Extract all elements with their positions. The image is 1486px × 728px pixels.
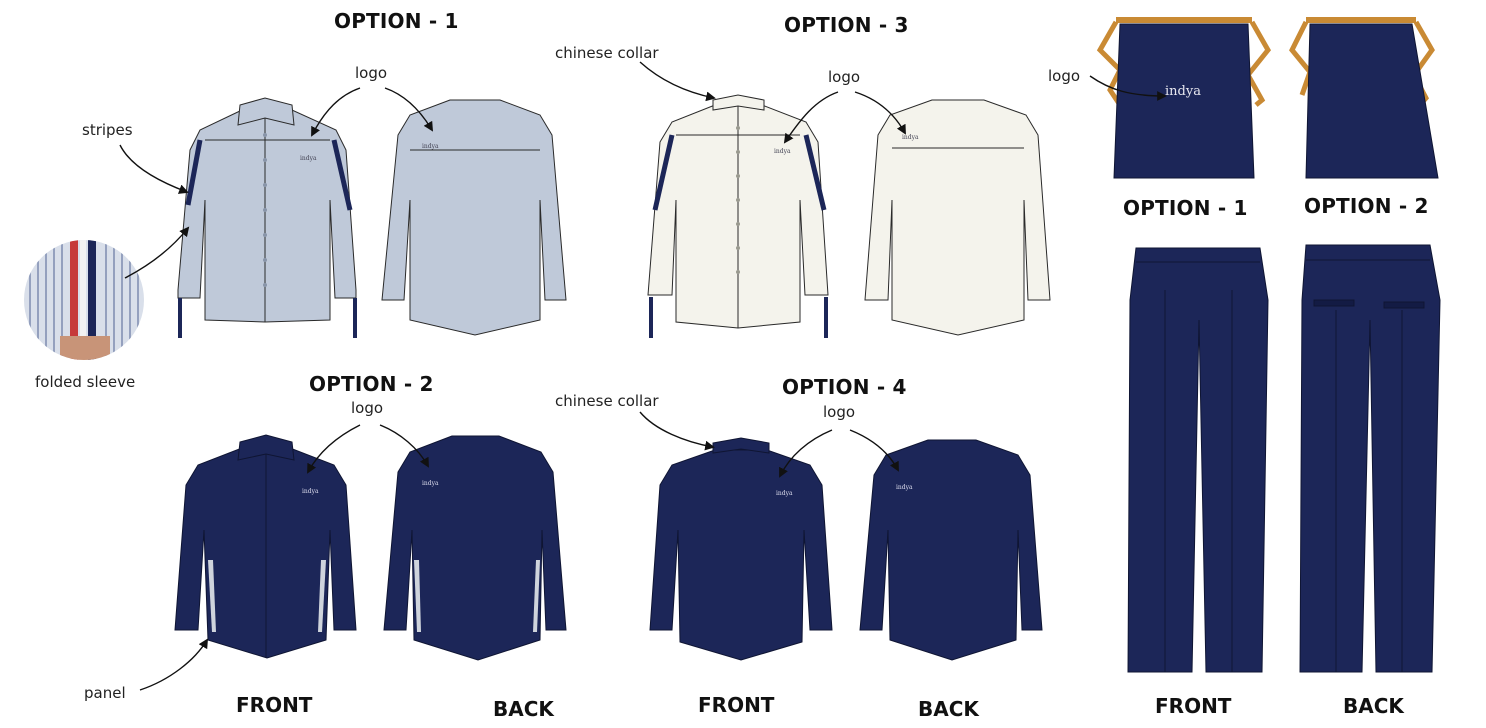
label-logo-opt3: logo xyxy=(828,68,861,86)
shirt-option3-back xyxy=(864,99,1051,336)
shirt-option4-front xyxy=(649,437,833,661)
shirt-option4-back xyxy=(859,439,1043,661)
label-logo-apron: logo xyxy=(1048,67,1081,85)
stripes-option3 xyxy=(649,134,828,338)
trousers-front xyxy=(1127,247,1269,673)
title-option3-shirt: OPTION - 3 xyxy=(784,13,909,37)
title-apron-option2: OPTION - 2 xyxy=(1304,194,1429,218)
shirt-logo-opt2-back: indya xyxy=(422,480,439,487)
label-front-opt2: FRONT xyxy=(236,693,313,717)
label-front-opt4: FRONT xyxy=(698,693,775,717)
shirt-logo-opt1-back: indya xyxy=(422,143,439,150)
shirt-option1-front xyxy=(177,97,357,323)
label-logo-opt2: logo xyxy=(351,399,384,417)
panel-option2 xyxy=(208,560,326,632)
shirt-option1-back xyxy=(381,99,567,336)
label-back-opt2: BACK xyxy=(493,697,554,721)
apron-option1 xyxy=(1096,17,1272,179)
shirt-option3-front xyxy=(647,94,829,329)
folded-sleeve-photo xyxy=(24,240,144,360)
apron-option2 xyxy=(1289,17,1439,179)
label-logo-opt4: logo xyxy=(823,403,856,421)
title-option2-shirt: OPTION - 2 xyxy=(309,372,434,396)
label-logo-opt1: logo xyxy=(355,64,388,82)
shirt-logo-opt2-front: indya xyxy=(302,488,319,495)
label-back-opt4: BACK xyxy=(918,697,979,721)
shirt-logo-opt3-front: indya xyxy=(774,148,791,155)
annotation-arrows xyxy=(119,61,1167,691)
label-back-trousers: BACK xyxy=(1343,694,1404,718)
label-front-trousers: FRONT xyxy=(1155,694,1232,718)
shirt-option2-back xyxy=(383,435,567,661)
label-stripes: stripes xyxy=(82,121,133,139)
apron-logo: indya xyxy=(1165,84,1201,99)
stripes-option1 xyxy=(185,139,353,211)
label-folded-sleeve: folded sleeve xyxy=(35,373,136,391)
title-apron-option1: OPTION - 1 xyxy=(1123,196,1248,220)
shirt-option2-front xyxy=(174,434,357,659)
shirt-logo-opt1-front: indya xyxy=(300,155,317,162)
stripes-option1-cuffs xyxy=(178,298,357,338)
label-panel: panel xyxy=(84,684,126,702)
trousers-back xyxy=(1299,244,1441,673)
label-chinese-collar-top: chinese collar xyxy=(555,44,659,62)
title-option4-shirt: OPTION - 4 xyxy=(782,375,907,399)
shirt-logo-opt4-front: indya xyxy=(776,490,793,497)
label-chinese-collar-bottom: chinese collar xyxy=(555,392,659,410)
title-option1-shirt: OPTION - 1 xyxy=(334,9,459,33)
shirt-logo-opt4-back: indya xyxy=(896,484,913,491)
shirt-logo-opt3-back: indya xyxy=(902,134,919,141)
